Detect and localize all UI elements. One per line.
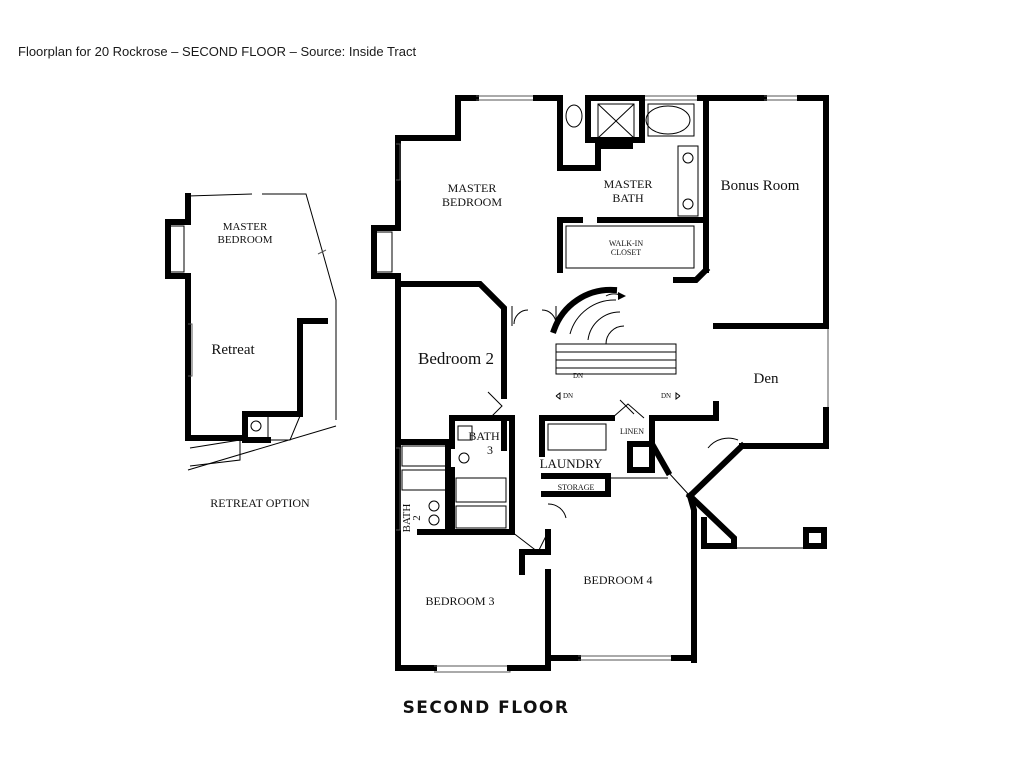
retreat-master-bedroom-label-1: MASTER xyxy=(223,221,268,233)
den-label: Den xyxy=(754,371,779,387)
stair-down-label-1: DN xyxy=(573,372,583,380)
bonus-room-label: Bonus Room xyxy=(721,178,800,194)
linen-label: LINEN xyxy=(620,427,644,436)
figure-caption: Floorplan for 20 Rockrose – SECOND FLOOR… xyxy=(18,44,417,59)
walk-in-closet-label-2: CLOSET xyxy=(611,248,641,257)
storage-label: STORAGE xyxy=(558,483,595,492)
stair-down-label-3: DN xyxy=(661,392,671,400)
master-bath-label-1: MASTER xyxy=(604,177,653,191)
retreat-option-plan: MASTER BEDROOM Retreat RETREAT OPTION xyxy=(165,193,337,510)
retreat-option-caption: RETREAT OPTION xyxy=(210,496,310,510)
second-floor-plan: MASTER BEDROOM MASTER BATH WALK-IN CLOSE… xyxy=(371,95,829,718)
retreat-room-label: Retreat xyxy=(211,342,255,358)
bath-2-label-1: BATH xyxy=(401,504,413,533)
bedroom-3-label: BEDROOM 3 xyxy=(425,594,494,608)
laundry-label: LAUNDRY xyxy=(540,456,603,471)
walk-in-closet-label-1: WALK-IN xyxy=(609,239,643,248)
bath-3-label-2: 3 xyxy=(487,443,493,457)
bath-2-label-2: 2 xyxy=(411,515,423,521)
bath-3-label-1: BATH xyxy=(468,429,500,443)
master-bath-label-2: BATH xyxy=(612,191,644,205)
master-bedroom-label-1: MASTER xyxy=(448,181,497,195)
floor-title: SECOND FLOOR xyxy=(403,698,570,718)
bedroom-2-label: Bedroom 2 xyxy=(418,349,494,368)
retreat-master-bedroom-label-2: BEDROOM xyxy=(217,234,272,246)
master-bedroom-label-2: BEDROOM xyxy=(442,195,502,209)
stair-down-label-2: DN xyxy=(563,392,573,400)
bedroom-4-label: BEDROOM 4 xyxy=(583,573,652,587)
